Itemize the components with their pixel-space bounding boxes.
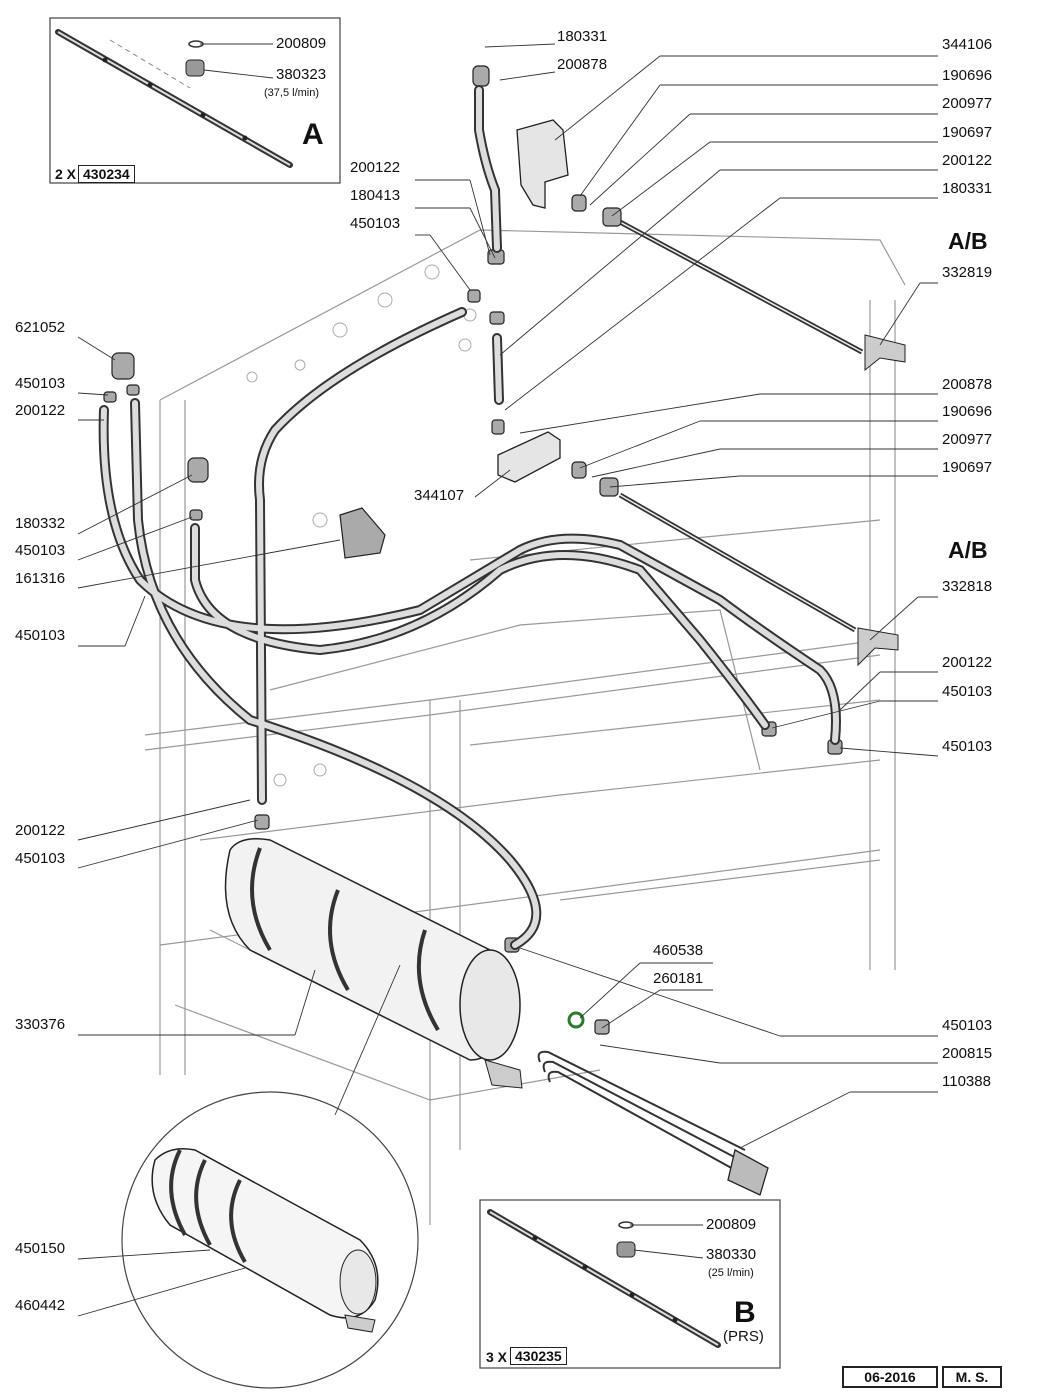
- inset-a-part-o-ring: 200809: [276, 35, 327, 52]
- callout-top-2: 200878: [557, 56, 608, 73]
- section-mark-lower: A/B: [948, 537, 988, 563]
- boiler-tank: [224, 838, 523, 1089]
- inset-b-quantity: 3 X: [486, 1349, 508, 1365]
- callout-center-5: 460538: [653, 942, 704, 959]
- inset-b-part-nozzle: 380330: [706, 1246, 757, 1263]
- callout-left-9: 450103: [15, 850, 66, 867]
- inset-a-part-nozzle: 380323: [276, 66, 327, 83]
- callout-left-7: 450103: [15, 627, 66, 644]
- callout-center-3: 450103: [350, 215, 401, 232]
- green-gasket: [567, 1011, 585, 1029]
- callout-right-10: 200977: [942, 431, 993, 448]
- callout-right-5: 200122: [942, 152, 993, 169]
- callout-right-13: 200122: [942, 654, 993, 671]
- inset-a-frame: [49, 17, 341, 184]
- callout-left-6: 161316: [15, 570, 66, 587]
- detail-circle: [121, 1091, 419, 1389]
- callout-left-10: 330376: [15, 1016, 66, 1033]
- callout-right-1: 344106: [942, 36, 993, 53]
- callout-left-5: 450103: [15, 542, 66, 559]
- lower-spray-rail: [618, 492, 899, 667]
- callout-right-16: 450103: [942, 1017, 993, 1034]
- inset-b-part-o-ring: 200809: [706, 1216, 757, 1233]
- callout-left-2: 450103: [15, 375, 66, 392]
- callout-center-2: 180413: [350, 187, 401, 204]
- inset-a-quantity: 2 X: [55, 166, 77, 182]
- detail-insulated-tank: [151, 1148, 379, 1333]
- heating-element: [537, 1050, 769, 1196]
- callout-right-11: 190697: [942, 459, 993, 476]
- inset-a-letter: A: [302, 118, 324, 151]
- callout-center-4: 344107: [414, 487, 465, 504]
- inset-a-kit-code: 430234: [78, 165, 135, 183]
- callout-right-12: 332818: [942, 578, 993, 595]
- upper-spray-rail: [618, 219, 906, 372]
- callout-right-2: 190696: [942, 67, 993, 84]
- callout-center-6: 260181: [653, 970, 704, 987]
- hoses: [98, 85, 841, 950]
- footer-date: 06-2016: [842, 1366, 938, 1388]
- callout-right-3: 200977: [942, 95, 993, 112]
- callout-left-4: 180332: [15, 515, 66, 532]
- inset-b-kit-code: 430235: [510, 1347, 567, 1365]
- callout-right-7: 332819: [942, 264, 993, 281]
- inset-b-spray-arm: [487, 1209, 721, 1348]
- callout-right-18: 110388: [942, 1073, 991, 1090]
- inset-a-flow-rate: (37,5 l/min): [264, 87, 320, 99]
- inset-b-subtitle: (PRS): [723, 1328, 764, 1345]
- fittings: [103, 65, 843, 1035]
- upper-bracket: [516, 119, 569, 209]
- callout-center-1: 200122: [350, 159, 401, 176]
- callout-right-9: 190696: [942, 403, 993, 420]
- callout-right-15: 450103: [942, 738, 993, 755]
- callout-left-3: 200122: [15, 402, 66, 419]
- cabinet-holes: [246, 264, 477, 787]
- callout-top-1: 180331: [557, 28, 608, 45]
- callout-right-6: 180331: [942, 180, 993, 197]
- inset-b-frame: [479, 1199, 781, 1369]
- callout-right-14: 450103: [942, 683, 993, 700]
- callout-left-12: 460442: [15, 1297, 66, 1314]
- leader-lines: [77, 43, 939, 1317]
- callout-right-8: 200878: [942, 376, 993, 393]
- inset-b-flow-rate: (25 l/min): [708, 1267, 754, 1279]
- section-mark-upper: A/B: [948, 228, 988, 254]
- inset-a-spray-arm: [55, 29, 293, 168]
- lower-bracket: [497, 431, 561, 483]
- footer-author: M. S.: [942, 1366, 1002, 1388]
- callout-left-1: 621052: [15, 319, 66, 336]
- inset-b-letter: B: [734, 1296, 756, 1329]
- callout-right-4: 190697: [942, 124, 993, 141]
- callout-right-17: 200815: [942, 1045, 993, 1062]
- callout-left-11: 450150: [15, 1240, 66, 1257]
- callout-left-8: 200122: [15, 822, 66, 839]
